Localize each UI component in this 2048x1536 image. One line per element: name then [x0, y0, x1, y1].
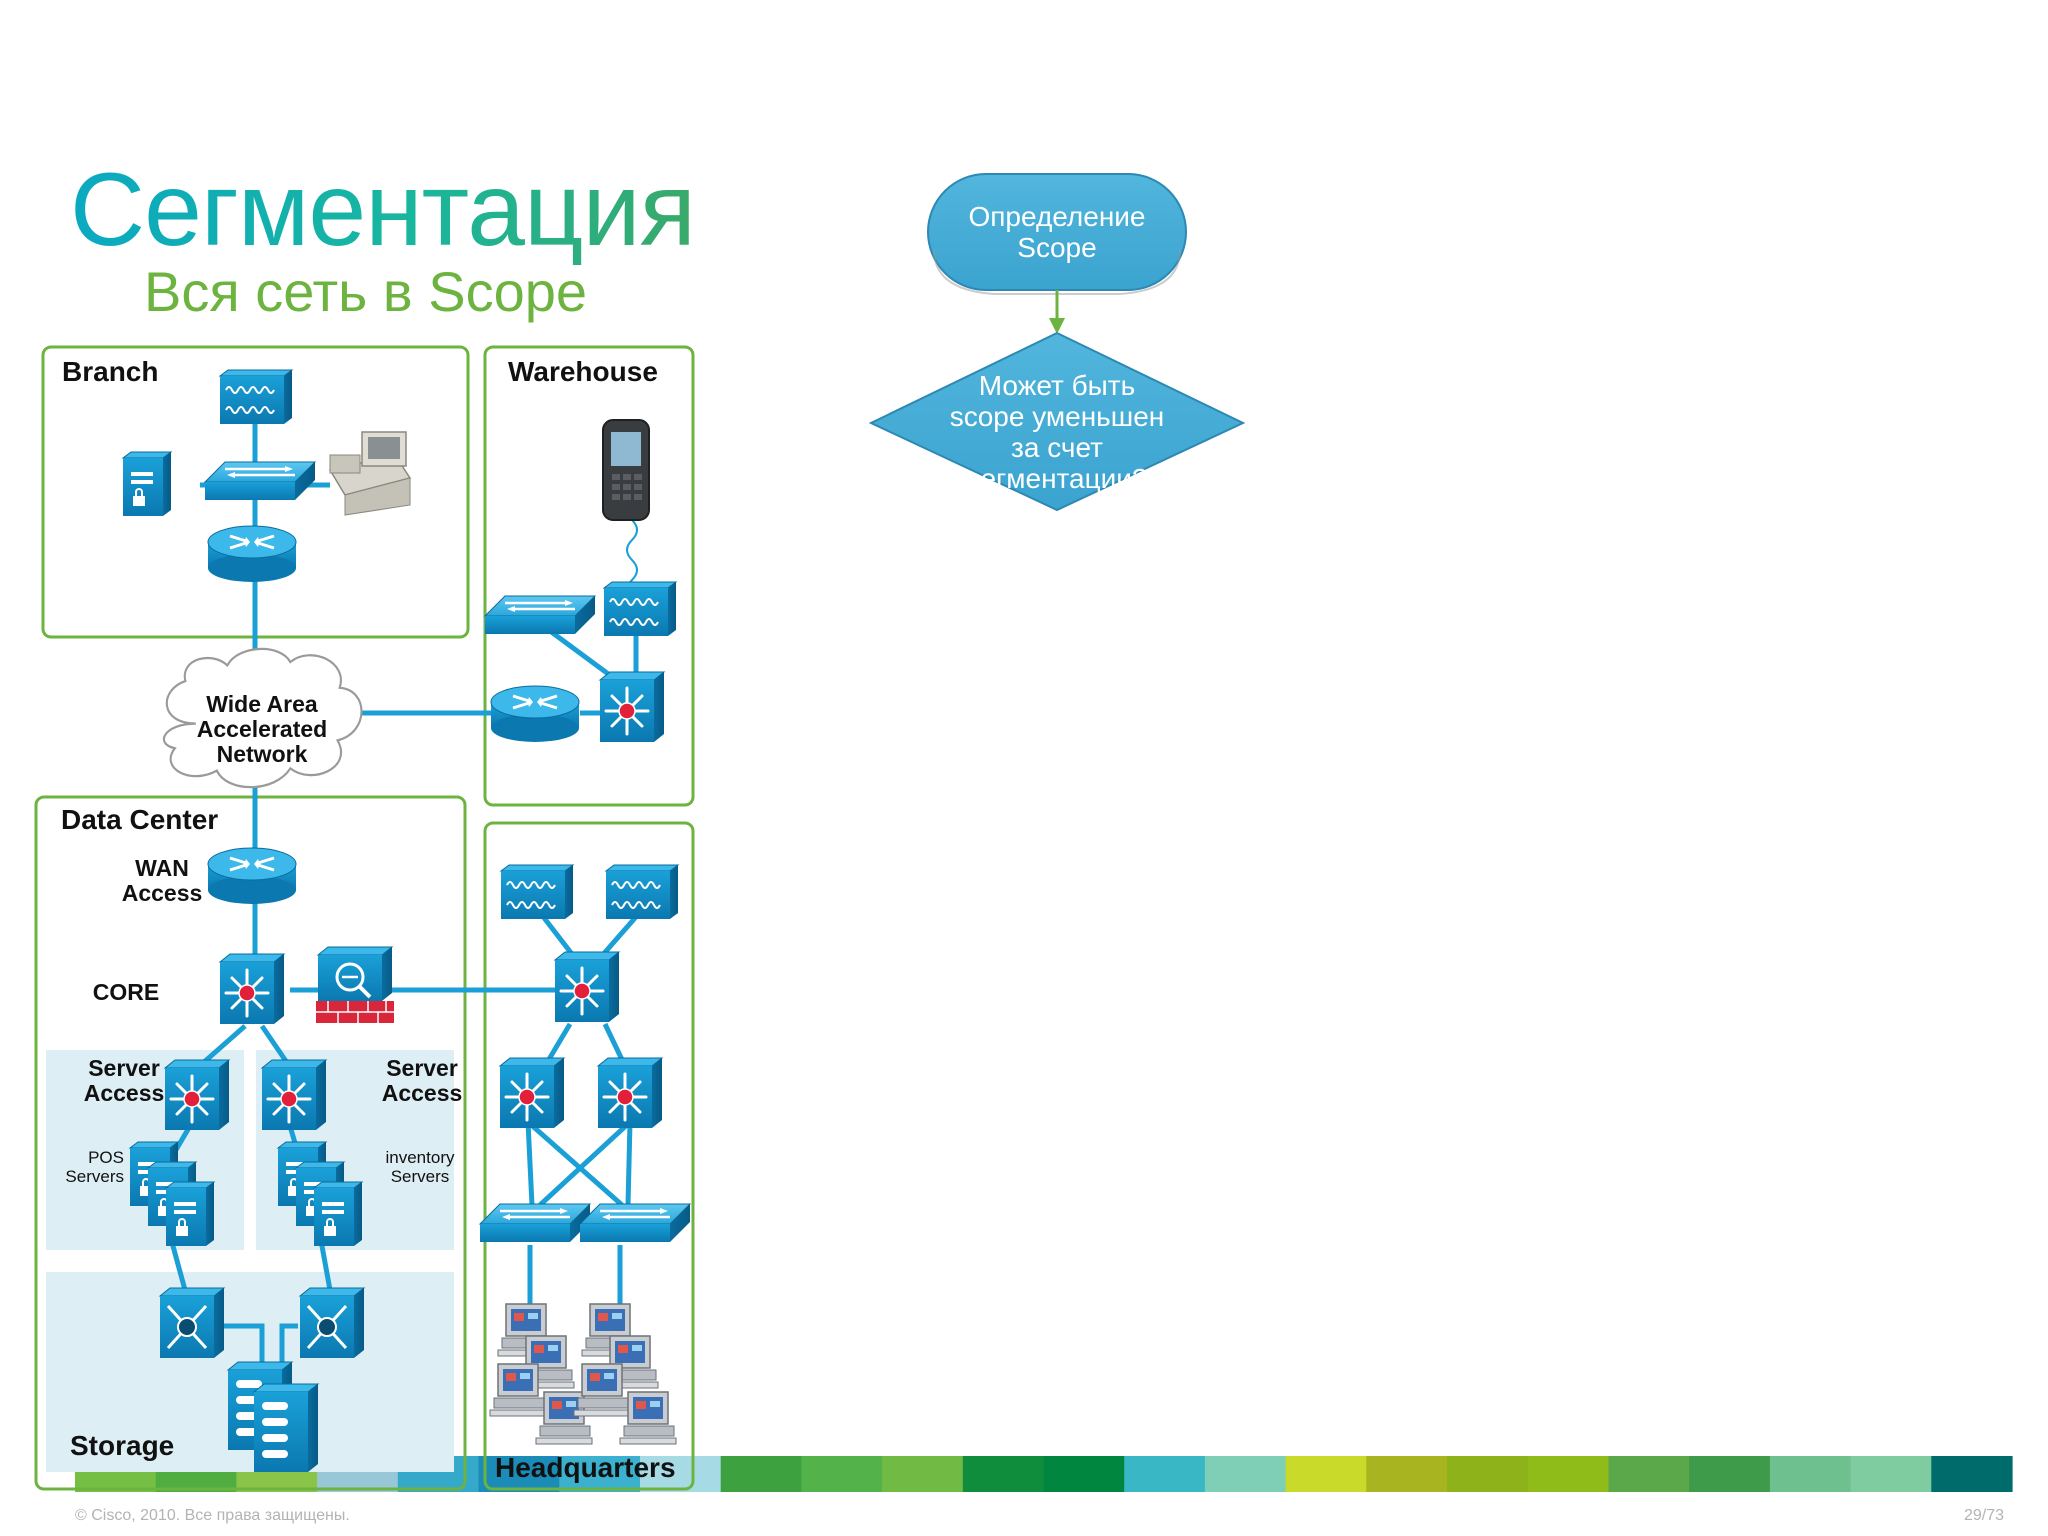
color-bar-segment — [1124, 1456, 1206, 1492]
page-number: 29/73 — [1964, 1507, 2005, 1524]
wan-access-router — [206, 846, 298, 906]
disk-array-2 — [253, 1383, 319, 1473]
hq-core-switch — [553, 950, 621, 1024]
data-center-label: Data Center — [61, 804, 219, 835]
inventory-server-3 — [313, 1181, 363, 1247]
warehouse-l3-switch — [598, 670, 666, 744]
warehouse-switch — [483, 594, 597, 636]
color-bar-segment — [1931, 1456, 2013, 1492]
warehouse-label: Warehouse — [508, 356, 658, 387]
headquarters-label: Headquarters — [495, 1452, 676, 1483]
storage-switch-right — [298, 1286, 366, 1360]
core-label: CORE — [92, 979, 160, 1005]
flow-decision-node — [868, 331, 1246, 512]
warehouse-zone — [483, 345, 695, 807]
headquarters-zone — [483, 821, 695, 1491]
server-access-switch-right — [260, 1058, 328, 1132]
color-bar-segment — [962, 1456, 1045, 1492]
branch-server — [122, 451, 172, 517]
branch-label: Branch — [62, 356, 159, 387]
hq-access-switch-left — [478, 1202, 592, 1244]
copyright-footer: © Cisco, 2010. Все права защищены. — [75, 1507, 350, 1524]
hq-access-point-right — [605, 864, 679, 920]
pos-server-3 — [165, 1181, 215, 1247]
color-bar-segment — [1527, 1456, 1610, 1492]
branch-access-point — [219, 369, 293, 425]
warehouse-access-point — [603, 581, 677, 637]
color-bar-segment — [559, 1456, 641, 1492]
color-bar-segment — [1285, 1456, 1367, 1492]
flowchart — [868, 173, 1246, 512]
hq-distribution-switch-left — [498, 1056, 566, 1130]
color-bar-segment — [1850, 1456, 1932, 1492]
color-bar-segment — [1366, 1456, 1448, 1492]
server-access-switch-left — [163, 1058, 231, 1132]
wan-cloud — [162, 647, 363, 789]
color-bar-segment — [1447, 1456, 1529, 1492]
branch-router — [206, 524, 298, 584]
pos-register — [328, 431, 412, 516]
color-bar-segment — [882, 1456, 964, 1492]
branch-switch — [203, 460, 317, 502]
hq-access-point-left — [500, 864, 574, 920]
hq-access-switch-right — [578, 1202, 692, 1244]
color-bar-segment — [801, 1456, 883, 1492]
storage-switch-left — [158, 1286, 226, 1360]
color-bar-segment — [1608, 1456, 1690, 1492]
hq-workstations — [489, 1303, 677, 1445]
data-center-zone — [34, 795, 467, 1491]
color-bar-segment — [478, 1456, 560, 1492]
color-bar-segment — [1043, 1456, 1125, 1492]
slide-subtitle: Вся сеть в Scope — [144, 260, 587, 323]
color-bar-segment — [1689, 1456, 1771, 1492]
core-switch — [218, 952, 286, 1026]
firewall-ids — [314, 945, 396, 1025]
slide-title: Сегментация — [70, 152, 696, 268]
storage-label: Storage — [70, 1430, 175, 1461]
color-bar-segment — [1204, 1456, 1287, 1492]
pda-icon — [602, 419, 650, 521]
color-bar-segment — [720, 1456, 802, 1492]
color-bar-segment — [640, 1456, 722, 1492]
hq-distribution-switch-right — [596, 1056, 664, 1130]
color-bar-segment — [1769, 1456, 1852, 1492]
warehouse-router — [489, 684, 581, 744]
